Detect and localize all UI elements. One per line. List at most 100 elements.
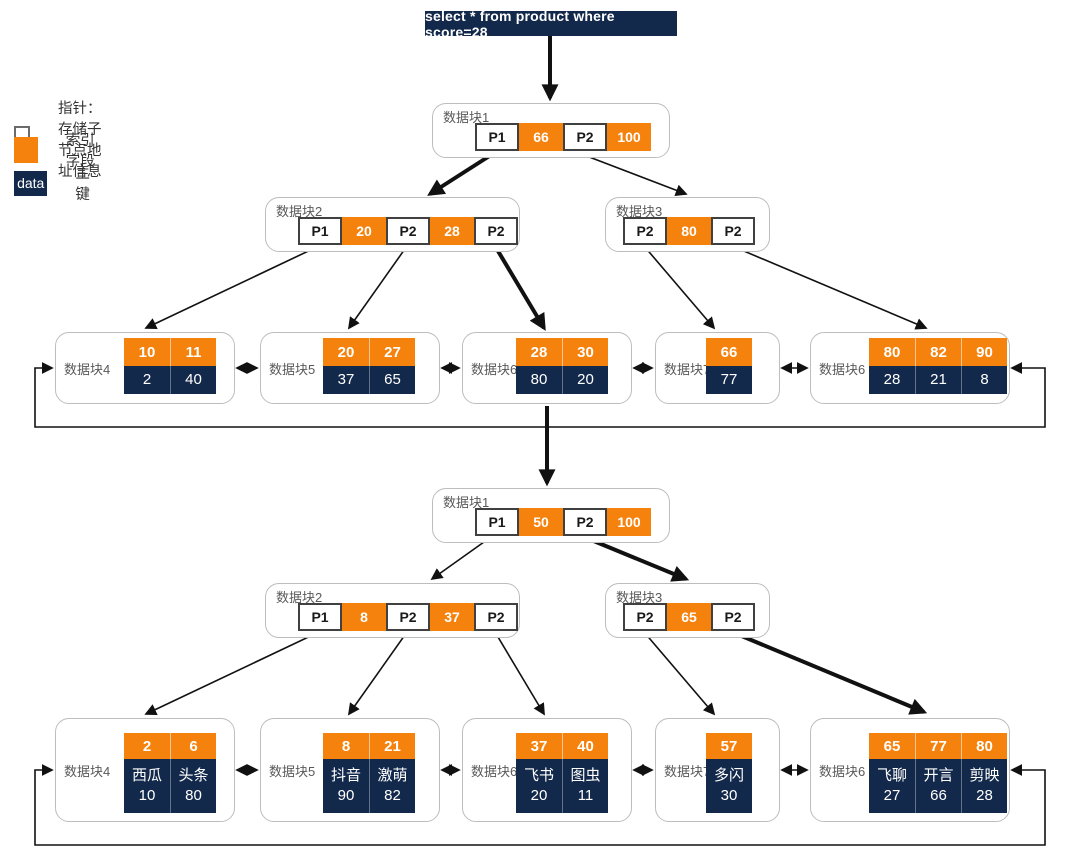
index-cell: 8 (342, 603, 386, 631)
tree-arrow (731, 630, 928, 715)
primary-key-cell: 20 (562, 366, 608, 394)
primary-key-cell: 28 (869, 366, 915, 394)
tree-arrow (494, 631, 545, 716)
tree-arrow (347, 245, 408, 330)
primary-key-cell: 21 (915, 366, 961, 394)
primary-key-cell: 8 (961, 366, 1007, 394)
node-label: 数据块2 (276, 204, 323, 219)
index-cell: 57 (706, 733, 752, 759)
tree-arrow (493, 244, 546, 331)
legend-label: 主键 (75, 166, 90, 203)
primary-key-line: 飞书 (523, 766, 554, 784)
leaf-column: 37 飞书 20 (516, 733, 562, 813)
primary-key-line: 80 (530, 370, 548, 388)
primary-key-line: 11 (577, 787, 594, 804)
legend-label: 索引字段 (65, 133, 95, 170)
primary-key-line: 30 (720, 787, 738, 804)
index-cell: 28 (516, 338, 562, 366)
primary-key-line: 2 (142, 370, 152, 388)
pointer-cell: P2 (623, 603, 667, 631)
pointer-cell: P1 (475, 508, 519, 536)
primary-key-line: 飞聊 (876, 766, 907, 784)
primary-key-cell: 80 (516, 366, 562, 394)
primary-key-line: 激萌 (377, 766, 408, 784)
index-cell: 37 (516, 733, 562, 759)
index-cell: 80 (869, 338, 915, 366)
primary-key-cell: 40 (170, 366, 216, 394)
primary-key-line: 20 (530, 787, 548, 804)
index-cell: 20 (323, 338, 369, 366)
primary-key-line: 西瓜 (131, 766, 162, 784)
primary-key-line: 65 (384, 370, 401, 388)
pointer-cell: P2 (474, 217, 518, 245)
primary-key-line: 开言 (923, 766, 954, 784)
primary-key-line: 40 (185, 370, 202, 388)
pointer-cell: P1 (475, 123, 519, 151)
node-label: 数据块5 (269, 361, 316, 377)
index-cell: 65 (667, 603, 711, 631)
pointer-cell: P2 (563, 123, 607, 151)
index-cell: 2 (124, 733, 170, 759)
primary-key-line: 8 (980, 370, 989, 388)
index-cell: 50 (519, 508, 563, 536)
primary-key-line: 头条 (178, 766, 209, 784)
leaf-grid: 10 2 11 40 (124, 338, 216, 394)
index-cell: 80 (667, 217, 711, 245)
legend-item-primary-key: data 主键 (14, 162, 99, 204)
index-field-swatch (14, 137, 38, 163)
node-label: 数据块4 (64, 763, 111, 779)
primary-key-line: 28 (976, 787, 993, 804)
tree-arrow (583, 535, 690, 582)
index-cell: 77 (915, 733, 961, 759)
pointer-cell: P2 (623, 217, 667, 245)
primary-key-line: 77 (720, 370, 738, 388)
tree-arrow (583, 154, 688, 196)
index-cell: 21 (369, 733, 415, 759)
index-cell: 11 (170, 338, 216, 366)
index-cell: 90 (961, 338, 1007, 366)
index-cell: 37 (430, 603, 474, 631)
data-swatch: data (14, 170, 48, 196)
tree-arrow (731, 245, 928, 330)
tree-arrow (347, 631, 408, 716)
index-cell: 20 (342, 217, 386, 245)
sql-query-box: select * from product where score=28 (425, 8, 677, 40)
index-cell: 66 (519, 123, 563, 151)
legend-label: 指针：存储子节点地址信息 (58, 101, 102, 180)
index-cell: 80 (961, 733, 1007, 759)
tree-arrow (430, 536, 492, 581)
pointer-cell: P2 (711, 603, 755, 631)
index-cell: 6 (170, 733, 216, 759)
primary-key-line: 图虫 (570, 766, 601, 784)
legend-item-index: 索引字段 (14, 129, 99, 171)
node-label: 数据块6 (819, 763, 866, 779)
index-cell: 10 (124, 338, 170, 366)
